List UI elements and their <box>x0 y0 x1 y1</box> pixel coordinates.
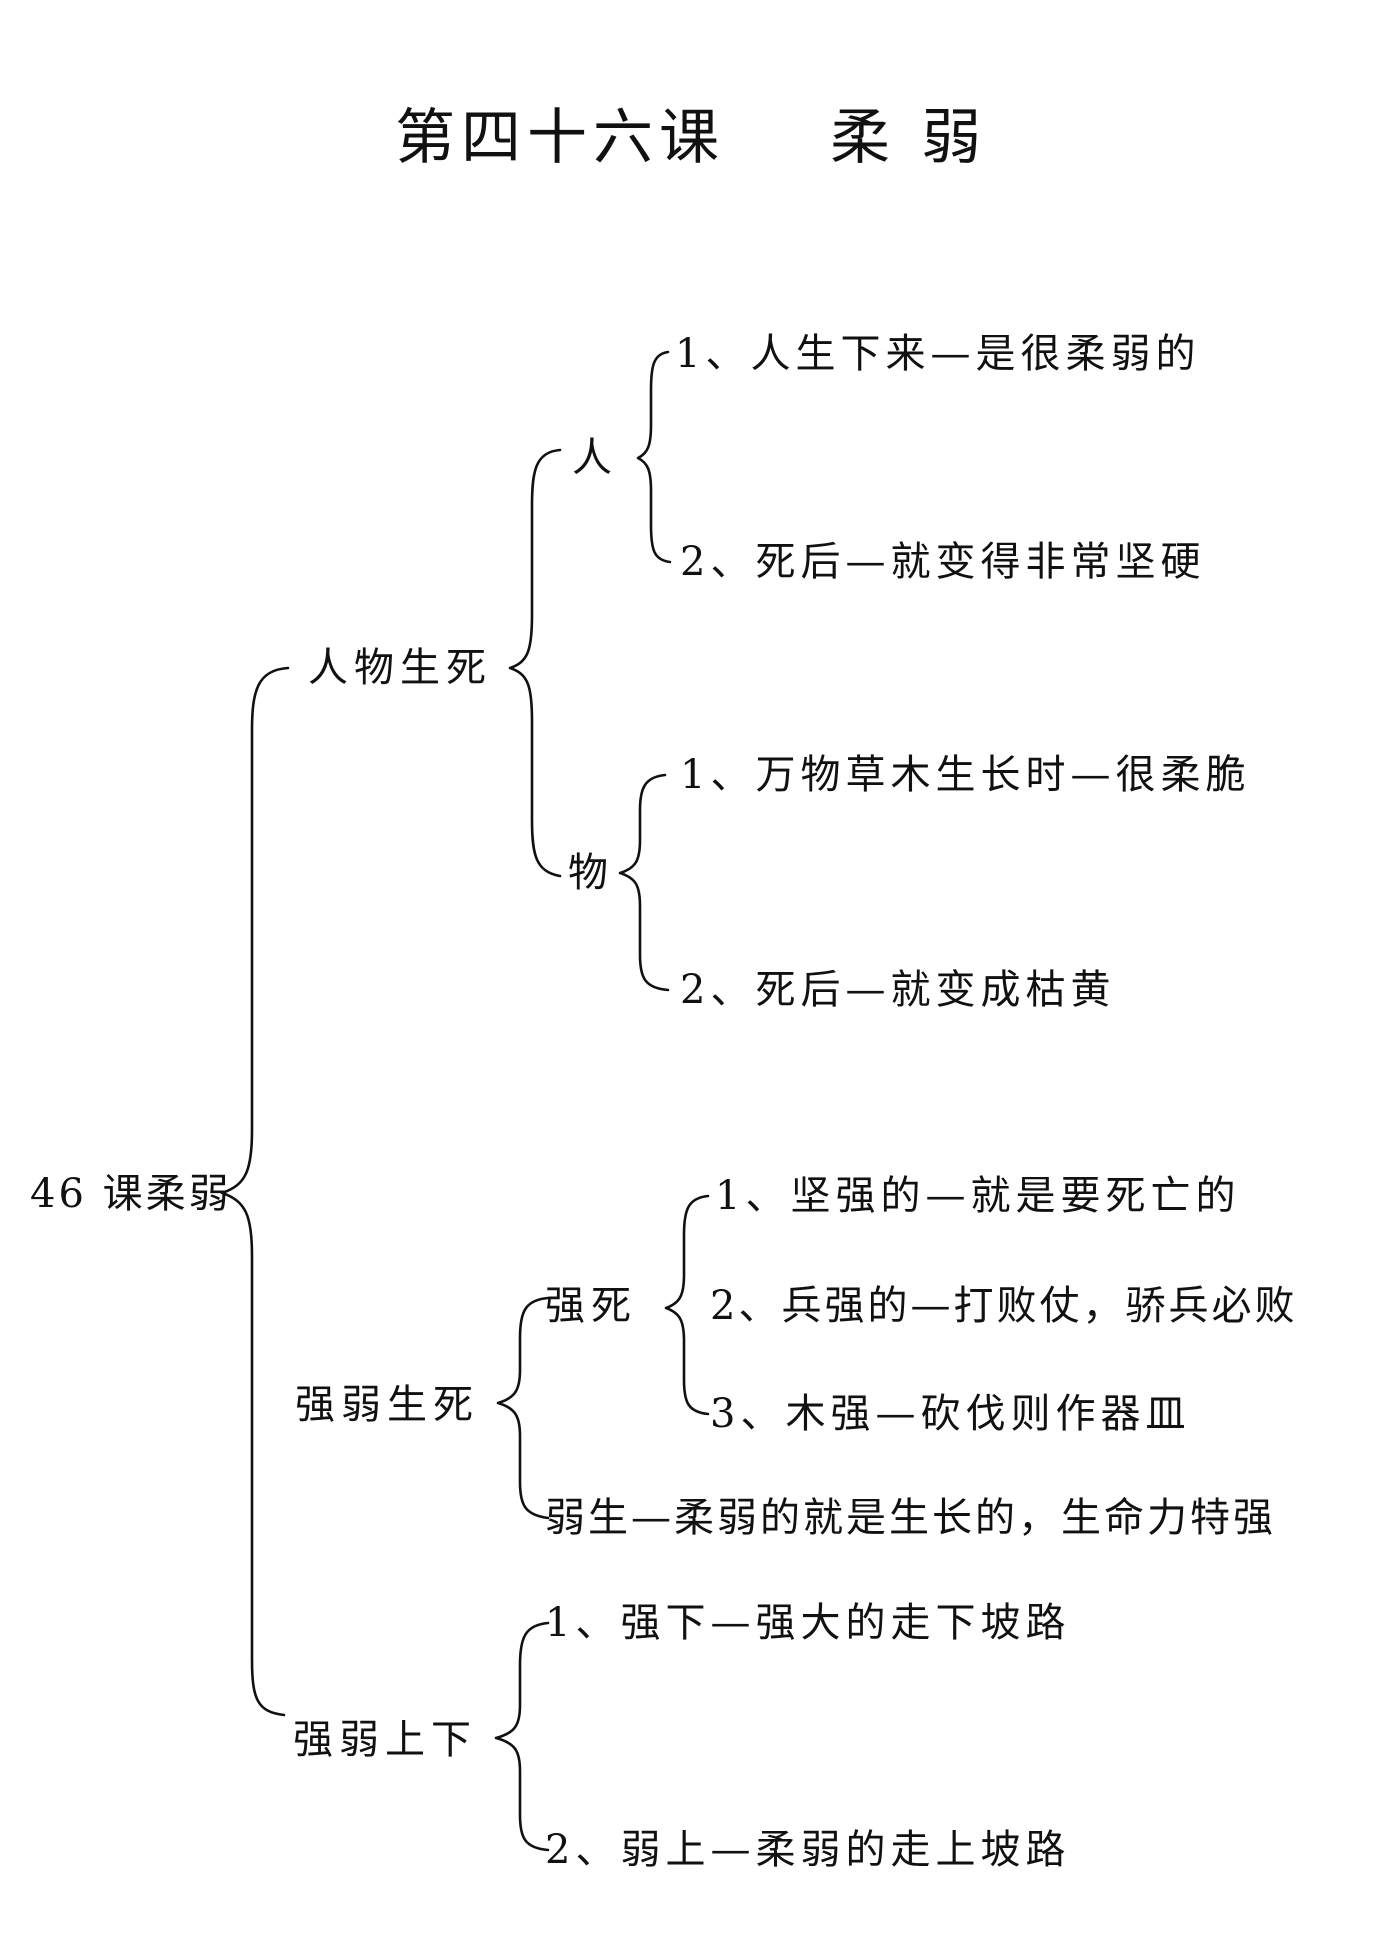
root-label: 46 课柔弱 <box>30 1171 232 1217</box>
thing-item-1: 1、万物草木生长时—很柔脆 <box>680 752 1251 798</box>
branch2-bracket <box>496 1296 550 1520</box>
strong-death-item-1: 1、坚强的—就是要死亡的 <box>715 1173 1241 1219</box>
strong-death-item-3: 3、木强—砍伐则作器皿 <box>710 1391 1191 1437</box>
person-item-2: 2、死后—就变得非常坚硬 <box>680 539 1206 585</box>
person-item-1: 1、人生下来—是很柔弱的 <box>675 331 1201 377</box>
branch1-label: 人物生死 <box>308 645 492 691</box>
branch3-item-2: 2、弱上—柔弱的走上坡路 <box>545 1827 1071 1873</box>
strong-death-bracket <box>664 1194 710 1416</box>
branch2-label: 强弱生死 <box>295 1382 479 1428</box>
root-bracket <box>220 666 290 1717</box>
person-label: 人 <box>572 435 618 481</box>
page-title: 第四十六课 <box>395 103 725 173</box>
strong-death-item-2: 2、兵强的—打败仗，骄兵必败 <box>710 1283 1298 1329</box>
thing-label: 物 <box>568 850 614 896</box>
weak-life-item: 弱生—柔弱的就是生长的，生命力特强 <box>545 1495 1276 1541</box>
strong-death-label: 强死 <box>545 1283 637 1329</box>
branch1-bracket <box>508 448 562 878</box>
branch3-label: 强弱上下 <box>293 1717 477 1763</box>
thing-bracket <box>618 773 670 992</box>
branch3-item-1: 1、强下—强大的走下坡路 <box>545 1600 1071 1646</box>
branch3-bracket <box>494 1621 550 1852</box>
thing-item-2: 2、死后—就变成枯黄 <box>680 967 1116 1013</box>
person-bracket <box>636 350 672 564</box>
page-subtitle: 柔 弱 <box>830 103 988 173</box>
